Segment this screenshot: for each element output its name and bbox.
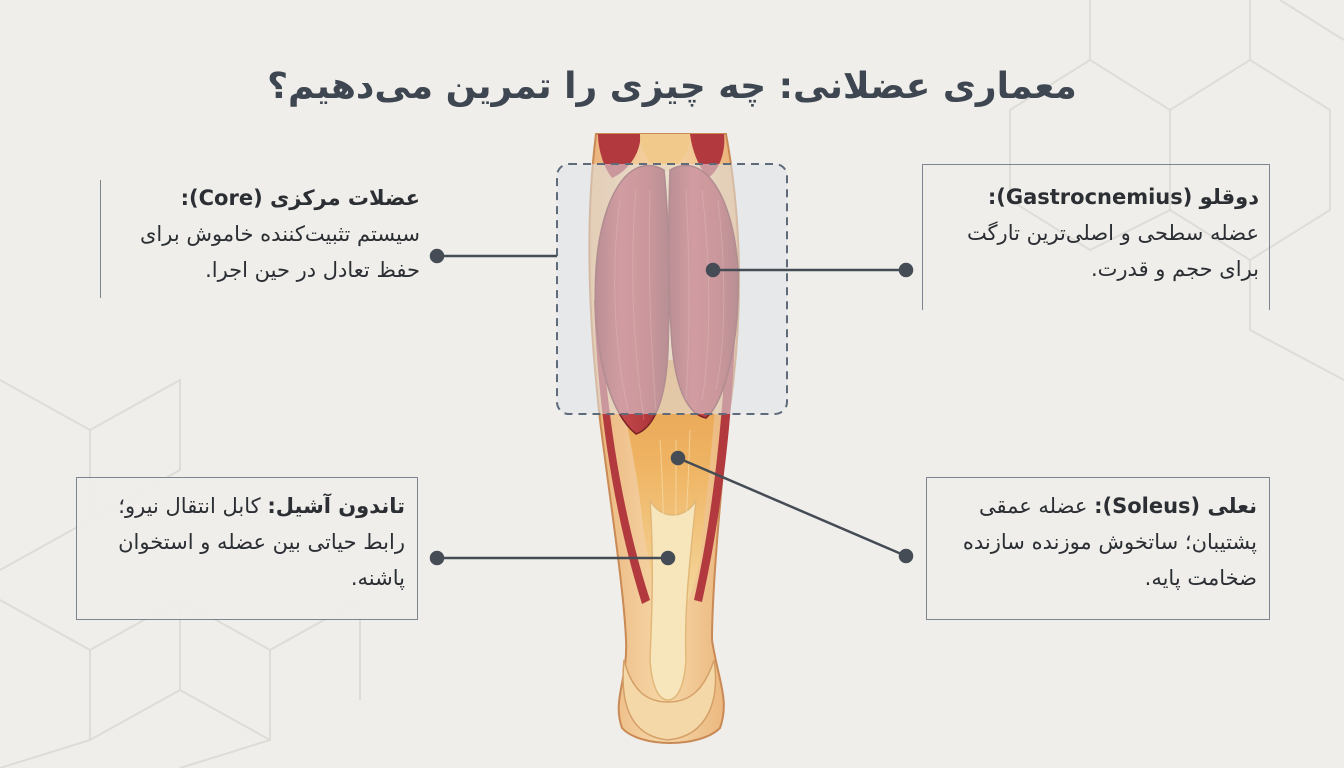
soleus-leader-dot-start: [670, 450, 686, 466]
core-leader-dot: [429, 248, 445, 264]
callout-soleus-text: عضله عمقی پشتیبان؛ ساتخوش موزنده سازنده …: [962, 494, 1257, 590]
callout-core-title: عضلات مرکزی (Core):: [180, 186, 420, 210]
soleus-leader-line: [677, 456, 907, 558]
callout-achilles-content: تاندون آشیل: کابل انتقال نیرو؛ رابط حیات…: [89, 488, 405, 596]
callout-gastrocnemius-title: دوقلو (Gastrocnemius):: [987, 185, 1259, 209]
callout-core: عضلات مرکزی (Core): سیستم تثبیت‌کننده خا…: [100, 180, 420, 298]
achilles-leader-dot-end: [660, 550, 676, 566]
achilles-leader-dot-start: [429, 550, 445, 566]
heel: [622, 659, 717, 741]
page-title: معماری عضلانی: چه چیزی را تمرین می‌دهیم؟: [267, 66, 1077, 108]
gastrocnemius-leader-dot-start: [705, 262, 721, 278]
callout-gastrocnemius: دوقلو (Gastrocnemius): عضله سطحی و اصلی‌…: [922, 164, 1270, 310]
callout-gastrocnemius-text: عضله سطحی و اصلی‌ترین تارگت برای حجم و ق…: [966, 221, 1259, 281]
callout-achilles-tendon: تاندون آشیل: کابل انتقال نیرو؛ رابط حیات…: [76, 477, 418, 620]
gastrocnemius-leader-dot-end: [898, 262, 914, 278]
callout-core-text: سیستم تثبیت‌کننده خاموش برای حفظ تعادل د…: [140, 222, 420, 282]
callout-soleus-title: نعلی (Soleus):: [1094, 494, 1257, 518]
soleus-leader-dot-end: [898, 548, 914, 564]
gastrocnemius-highlight-box: [556, 163, 788, 415]
callout-soleus: نعلی (Soleus): عضله عمقی پشتیبان؛ ساتخوش…: [926, 477, 1270, 620]
callout-soleus-content: نعلی (Soleus): عضله عمقی پشتیبان؛ ساتخوش…: [939, 488, 1257, 596]
knee-tendon-band: [640, 134, 690, 172]
callout-achilles-title: تاندون آشیل:: [267, 494, 405, 518]
callout-achilles-text: کابل انتقال نیرو؛ رابط حیاتی بین عضله و …: [118, 494, 405, 590]
